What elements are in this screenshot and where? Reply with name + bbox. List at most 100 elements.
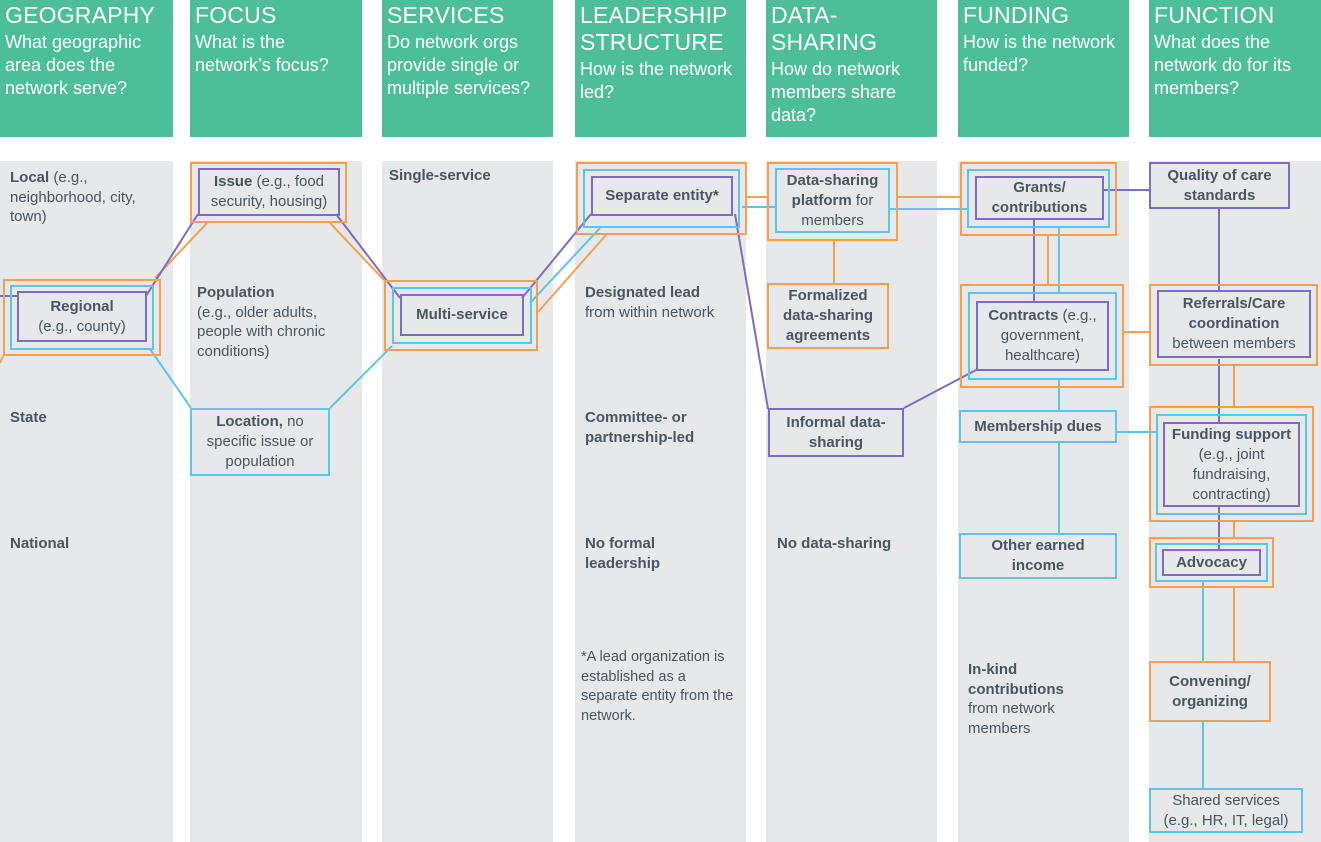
funding-contracts-box[interactable]: Contracts (e.g., government, healthcare) — [976, 301, 1109, 371]
geography-state: State — [10, 408, 47, 428]
funding-inkind-detail: from network members — [968, 700, 1055, 737]
geography-regional-orange-frame — [3, 279, 161, 356]
focus-issue-orange-frame — [190, 162, 347, 223]
function-convening-box[interactable]: Convening/ organizing — [1149, 661, 1271, 722]
leadership-committee: Committee- or partnership-led — [585, 408, 725, 447]
focus-location-label: Location, — [216, 413, 283, 430]
function-referrals-box[interactable]: Referrals/Care coordination between memb… — [1157, 290, 1311, 358]
function-advocacy-label: Advocacy — [1176, 553, 1247, 571]
header-funding-question: How is the network funded? — [963, 32, 1116, 75]
funding-inkind: In-kind contributions from network membe… — [968, 660, 1088, 738]
leadership-designated-label: Designated lead — [585, 284, 701, 301]
purple-path — [0, 189, 1220, 550]
funding-inkind-label: In-kind contributions — [968, 661, 1064, 698]
function-quality-label: Quality of care standards — [1167, 166, 1272, 204]
geography-local-detail: (e.g., neighborhood, city, town) — [10, 169, 136, 225]
header-function: FUNCTION What does the network do for it… — [1149, 0, 1321, 137]
services-single-label: Single-service — [389, 167, 491, 184]
geography-regional-label: Regional — [50, 297, 114, 315]
focus-issue-detail: (e.g., food security, housing) — [210, 173, 328, 210]
geography-national: National — [10, 534, 69, 554]
datasharing-formalized-label: Formalized data-sharing agreements — [782, 287, 873, 344]
function-referrals-label: Referrals/Care coordination — [1182, 295, 1286, 332]
leadership-none-label: No formal leadership — [585, 535, 661, 572]
header-leadership-question: How is the network led? — [580, 59, 733, 102]
services-multi-cyan-frame — [392, 287, 532, 344]
header-geography-question: What geographic area does the network se… — [5, 32, 142, 98]
header-funding: FUNDING How is the network funded? — [958, 0, 1129, 137]
column-bg-focus — [190, 161, 362, 842]
leadership-designated: Designated lead from within network — [585, 283, 745, 322]
column-bg-leadership — [575, 161, 746, 842]
focus-issue-label: Issue — [213, 173, 253, 190]
datasharing-platform-box[interactable]: Data-sharing platform for members — [775, 168, 890, 233]
header-function-title: FUNCTION — [1154, 2, 1275, 28]
services-single: Single-service — [389, 166, 491, 186]
focus-issue-box[interactable]: Issue (e.g., food security, housing) — [198, 168, 340, 216]
function-funding-detail: (e.g., joint fundraising, contracting) — [1192, 445, 1271, 503]
geography-regional-box[interactable]: Regional (e.g., county) — [17, 291, 147, 342]
function-funding-orange-frame — [1149, 406, 1314, 522]
header-focus-question: What is the network’s focus? — [195, 32, 329, 75]
header-geography-title: GEOGRAPHY — [5, 2, 156, 28]
function-shared-box[interactable]: Shared services (e.g., HR, IT, legal) — [1149, 788, 1303, 833]
column-bg-funding — [958, 161, 1129, 842]
datasharing-platform-label: Data-sharing platform — [786, 171, 879, 209]
column-bg-geography — [0, 161, 173, 842]
leadership-separate-label: Separate entity* — [605, 187, 719, 204]
datasharing-platform-detail: for members — [801, 191, 874, 229]
header-services-question: Do network orgs provide single or multip… — [387, 32, 531, 98]
leadership-footnote: *A lead organization is established as a… — [581, 649, 734, 724]
funding-grants-box[interactable]: Grants/ contributions — [975, 176, 1104, 220]
leadership-separate-orange-frame — [576, 162, 747, 235]
geography-state-label: State — [10, 409, 47, 426]
datasharing-platform-orange-frame — [767, 162, 898, 241]
funding-earned-label: Other earned income — [991, 537, 1085, 574]
datasharing-informal-box[interactable]: Informal data-sharing — [768, 408, 904, 457]
geography-regional-detail: (e.g., county) — [38, 317, 126, 335]
funding-grants-cyan-frame — [967, 169, 1110, 228]
leadership-committee-label: Committee- or partnership-led — [585, 409, 695, 446]
header-datasharing-title: DATA-SHARING — [771, 2, 878, 55]
focus-population-detail: (e.g., older adults, people with chronic… — [197, 303, 326, 360]
funding-grants-label: Grants/ contributions — [991, 179, 1088, 216]
funding-contracts-cyan-frame — [968, 292, 1117, 380]
function-advocacy-cyan-frame — [1155, 543, 1268, 582]
leadership-designated-detail: from within network — [585, 303, 715, 321]
column-bg-function — [1149, 161, 1321, 842]
function-advocacy-box[interactable]: Advocacy — [1162, 549, 1261, 576]
geography-local-label: Local — [10, 169, 50, 186]
function-referrals-detail: between members — [1172, 335, 1296, 352]
function-funding-label: Funding support — [1171, 425, 1292, 443]
header-funding-title: FUNDING — [963, 2, 1070, 28]
leadership-separate-box[interactable]: Separate entity* — [591, 176, 733, 216]
funding-contracts-orange-frame — [960, 284, 1124, 388]
header-focus: FOCUS What is the network’s focus? — [190, 0, 362, 137]
datasharing-none: No data-sharing — [777, 534, 891, 554]
header-datasharing: DATA-SHARING How do network members shar… — [766, 0, 937, 137]
cyan-path — [149, 206, 1220, 788]
datasharing-formalized-box[interactable]: Formalized data-sharing agreements — [767, 283, 889, 349]
column-bg-services — [382, 161, 553, 842]
services-multi-box[interactable]: Multi-service — [400, 294, 524, 336]
funding-grants-orange-frame — [960, 162, 1117, 236]
focus-location-box[interactable]: Location, no specific issue or populatio… — [190, 408, 330, 476]
function-shared-label: Shared services (e.g., HR, IT, legal) — [1163, 791, 1289, 829]
header-leadership-title: LEADERSHIP STRUCTURE — [580, 2, 728, 55]
function-funding-box[interactable]: Funding support (e.g., joint fundraising… — [1163, 422, 1300, 507]
funding-dues-box[interactable]: Membership dues — [959, 410, 1117, 443]
header-datasharing-question: How do network members share data? — [771, 59, 901, 125]
header-leadership: LEADERSHIP STRUCTURE How is the network … — [575, 0, 746, 137]
funding-contracts-label: Contracts — [988, 307, 1059, 324]
focus-population-label: Population — [197, 284, 275, 301]
funding-earned-box[interactable]: Other earned income — [959, 533, 1117, 579]
focus-population: Population (e.g., older adults, people w… — [197, 283, 357, 361]
focus-location-detail: no specific issue or population — [206, 413, 314, 470]
geography-regional-cyan-frame — [10, 285, 154, 350]
services-multi-orange-frame — [384, 280, 538, 351]
geography-national-label: National — [10, 535, 70, 552]
function-quality-box[interactable]: Quality of care standards — [1149, 162, 1290, 209]
function-referrals-orange-frame — [1149, 284, 1318, 366]
funding-contracts-detail: (e.g., government, healthcare) — [1000, 307, 1097, 364]
